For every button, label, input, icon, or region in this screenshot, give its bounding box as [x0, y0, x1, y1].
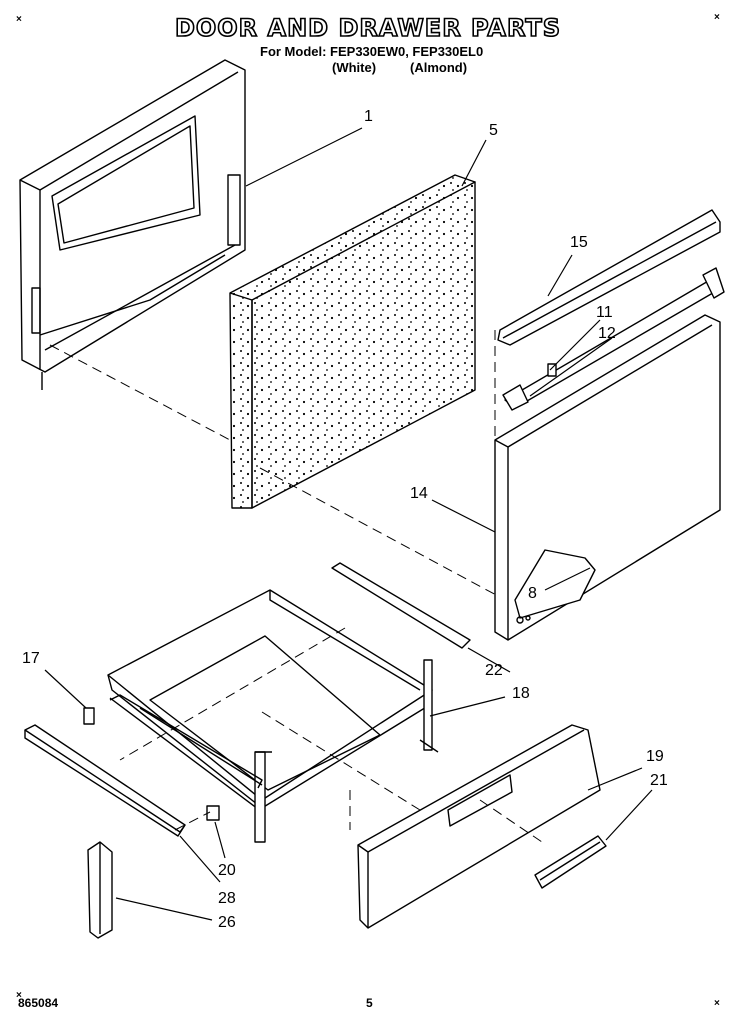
callout-21: 21 — [650, 772, 668, 789]
drawer-body — [107, 589, 439, 843]
callout-20: 20 — [218, 862, 236, 879]
side-trim — [87, 841, 113, 939]
callout-26: 26 — [218, 914, 236, 931]
inner-door-panel — [19, 59, 246, 390]
corner-mark-bottom-left: × — [16, 990, 22, 1001]
drawer-clip — [83, 707, 95, 725]
callout-12: 12 — [598, 325, 616, 342]
color-almond: (Almond) — [410, 60, 468, 75]
corner-mark-bottom-right: × — [714, 998, 720, 1009]
corner-mark-top-right: × — [714, 12, 720, 23]
footer-code: 865084 — [18, 996, 59, 1010]
drawer-slide — [331, 562, 471, 649]
callout-22: 22 — [485, 662, 503, 679]
callout-14: 14 — [410, 485, 428, 502]
assembly-lines — [49, 330, 543, 843]
outer-door-panel — [494, 314, 721, 641]
callout-15: 15 — [570, 234, 588, 251]
callout-18: 18 — [512, 685, 530, 702]
door-top-trim — [497, 209, 721, 346]
corner-mark-top-left: × — [16, 14, 22, 25]
callout-8: 8 — [528, 585, 537, 602]
door-insulation — [229, 174, 476, 509]
callout-28: 28 — [218, 890, 236, 907]
callout-11: 11 — [596, 304, 613, 321]
callout-5: 5 — [489, 122, 498, 139]
page-title: DOOR AND DRAWER PARTS — [174, 13, 562, 43]
drawer-rail — [24, 694, 263, 837]
color-white: (White) — [332, 60, 377, 75]
drawer-front-panel — [357, 724, 601, 929]
footer-page-number: 5 — [366, 996, 373, 1010]
callout-1: 1 — [364, 108, 373, 125]
callout-19: 19 — [646, 748, 664, 765]
drawer-handle — [534, 835, 607, 889]
leader-lines — [44, 127, 653, 921]
callout-17: 17 — [22, 650, 40, 667]
model-line: For Model: FEP330EW0, FEP330EL0 — [260, 44, 484, 59]
